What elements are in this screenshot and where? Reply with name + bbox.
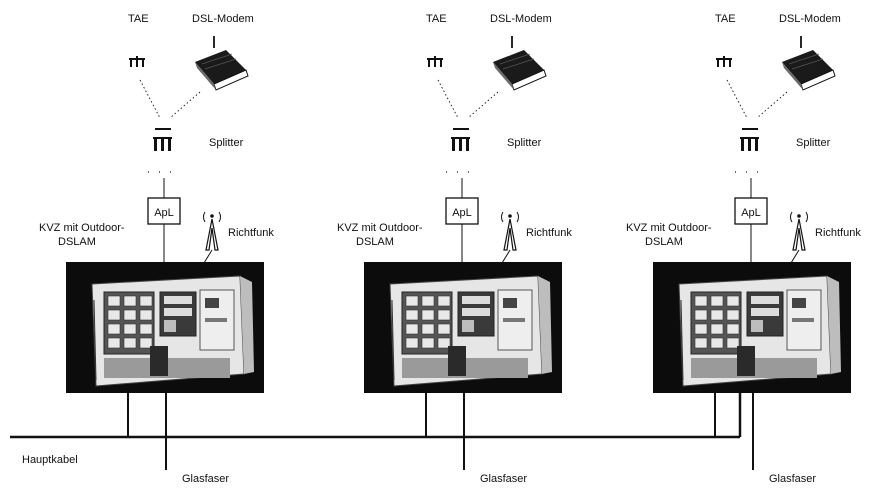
apl-label: ApL — [154, 207, 174, 219]
splitter-label: Splitter — [796, 137, 831, 149]
dsl-modem-icon — [195, 36, 249, 91]
tae-cable-line — [726, 79, 748, 119]
kvz-label-line1: KVZ mit Outdoor- — [626, 222, 712, 234]
splitter-icon — [451, 128, 470, 151]
tae-label: TAE — [128, 13, 149, 25]
tae-socket-icon — [716, 56, 732, 67]
tae-socket-icon — [129, 56, 145, 67]
modem-cable-line — [756, 91, 788, 119]
kvz-cabinet-photo — [653, 262, 851, 393]
modem-label: DSL-Modem — [490, 13, 552, 25]
apl-label: ApL — [741, 207, 761, 219]
modem-cable-line — [169, 91, 201, 119]
glasfaser-label: Glasfaser — [480, 473, 527, 485]
modem-label: DSL-Modem — [192, 13, 254, 25]
apl-box — [147, 197, 181, 225]
apl-label: ApL — [452, 207, 472, 219]
splitter-label: Splitter — [507, 137, 542, 149]
glasfaser-label: Glasfaser — [182, 473, 229, 485]
tae-label: TAE — [715, 13, 736, 25]
richtfunk-label: Richtfunk — [815, 227, 861, 239]
richtfunk-label: Richtfunk — [526, 227, 572, 239]
modem-label: DSL-Modem — [779, 13, 841, 25]
kvz-cabinet-photo — [66, 262, 264, 393]
hauptkabel-label: Hauptkabel — [22, 454, 78, 466]
kvz-cabinet-photo — [364, 262, 562, 393]
kvz-label-line2: DSLAM — [356, 236, 394, 248]
tae-cable-line — [139, 79, 161, 119]
tae-cable-line — [437, 79, 459, 119]
kvz-label-line2: DSLAM — [58, 236, 96, 248]
modem-cable-line — [467, 91, 499, 119]
tae-label: TAE — [426, 13, 447, 25]
kvz-label-line2: DSLAM — [645, 236, 683, 248]
richtfunk-label: Richtfunk — [228, 227, 274, 239]
glasfaser-label: Glasfaser — [769, 473, 816, 485]
kvz-label-line1: KVZ mit Outdoor- — [39, 222, 125, 234]
tae-socket-icon — [427, 56, 443, 67]
dsl-modem-icon — [782, 36, 836, 91]
splitter-icon — [153, 128, 172, 151]
kvz-label-line1: KVZ mit Outdoor- — [337, 222, 423, 234]
splitter-icon — [740, 128, 759, 151]
splitter-label: Splitter — [209, 137, 244, 149]
apl-box — [445, 197, 479, 225]
dsl-modem-icon — [493, 36, 547, 91]
